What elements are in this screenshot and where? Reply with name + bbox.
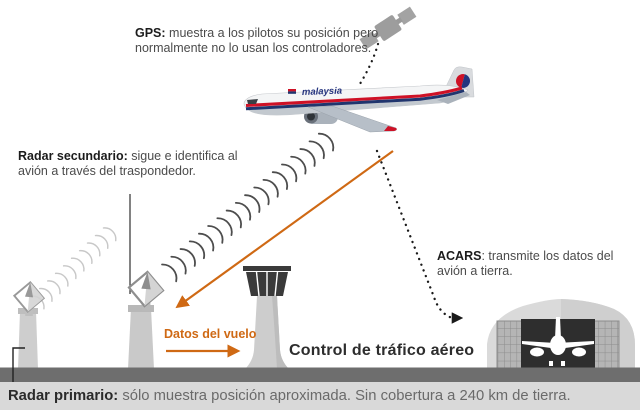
flight-data-diagonal-arrow bbox=[175, 150, 394, 309]
secondary-radar-note-text: sigue e identifica al avión a través del… bbox=[18, 149, 238, 178]
gps-note-title: GPS: bbox=[135, 26, 166, 40]
primary-radar-caption: Radar primario: sólo muestra posición ap… bbox=[0, 382, 640, 410]
acars-note: ACARS: transmite los datos del avión a t… bbox=[437, 249, 637, 279]
ground-strip bbox=[0, 367, 640, 382]
airline-marking-text: malaysia bbox=[302, 86, 343, 98]
primary-radar-caption-text: sólo muestra posición aproximada. Sin co… bbox=[122, 388, 571, 404]
acars-dotted-arrow bbox=[375, 149, 464, 324]
primary-radar-caption-title: Radar primario: bbox=[8, 388, 119, 404]
primary-radar-connector-line bbox=[12, 347, 25, 386]
hangar-airplane-silhouette bbox=[522, 317, 594, 366]
secondary-radar-tower-icon bbox=[127, 270, 165, 369]
radio-waves-primary-icon bbox=[30, 224, 120, 310]
atc-label: Control de tráfico aéreo bbox=[289, 342, 475, 359]
acars-note-text: : transmite los datos del avión a tierra… bbox=[437, 249, 614, 278]
acars-note-title: ACARS bbox=[437, 249, 482, 263]
hangar-icon bbox=[487, 299, 635, 371]
airplane-icon: malaysia bbox=[243, 66, 475, 133]
secondary-radar-note-title: Radar secundario: bbox=[18, 149, 128, 163]
gps-note: GPS: muestra a los pilotos su posición p… bbox=[135, 26, 387, 56]
control-tower-icon bbox=[243, 266, 291, 369]
gps-dotted-line bbox=[356, 42, 380, 89]
secondary-radar-note: Radar secundario: sigue e identifica al … bbox=[18, 149, 260, 179]
satellite-icon bbox=[359, 6, 417, 50]
gps-note-text: muestra a los pilotos su posición pero n… bbox=[135, 26, 379, 55]
primary-radar-tower-icon bbox=[13, 281, 45, 369]
flight-data-label: Datos del vuelo bbox=[164, 327, 257, 341]
